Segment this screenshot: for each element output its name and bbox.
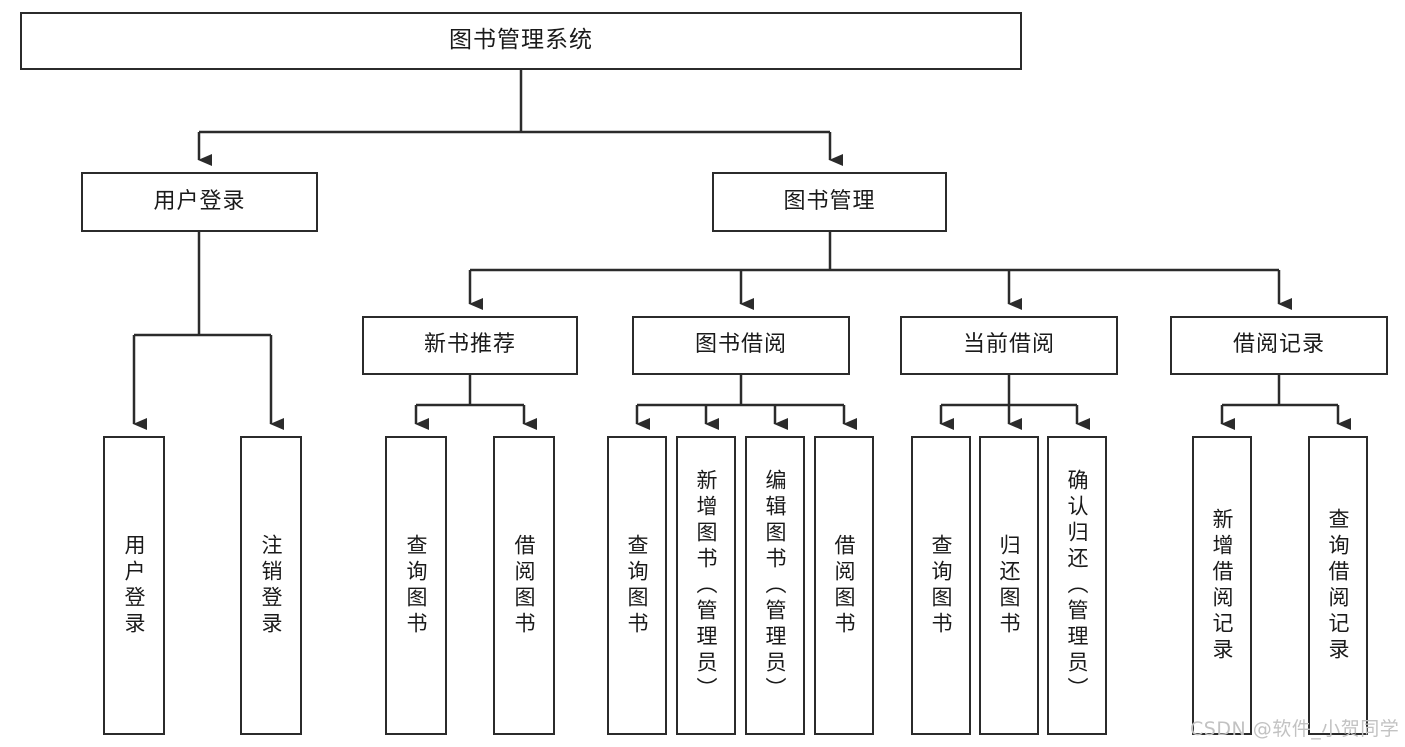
leaf-current-borrow-return-book[interactable]: 归还图书 xyxy=(979,436,1039,735)
node-current-borrow[interactable]: 当前借阅 xyxy=(900,316,1118,375)
node-root-book-management-system[interactable]: 图书管理系统 xyxy=(20,12,1022,70)
leaf-user-login[interactable]: 用户登录 xyxy=(103,436,165,735)
leaf-current-borrow-confirm-return-admin[interactable]: 确认归还（管理员） xyxy=(1047,436,1107,735)
node-book-management[interactable]: 图书管理 xyxy=(712,172,947,232)
leaf-new-book-query-book[interactable]: 查询图书 xyxy=(385,436,447,735)
leaf-current-borrow-query-book[interactable]: 查询图书 xyxy=(911,436,971,735)
leaf-book-borrow-query-book[interactable]: 查询图书 xyxy=(607,436,667,735)
leaf-borrow-record-add-record[interactable]: 新增借阅记录 xyxy=(1192,436,1252,735)
node-book-borrow[interactable]: 图书借阅 xyxy=(632,316,850,375)
leaf-book-borrow-add-book-admin[interactable]: 新增图书（管理员） xyxy=(676,436,736,735)
leaf-logout[interactable]: 注销登录 xyxy=(240,436,302,735)
node-borrow-record[interactable]: 借阅记录 xyxy=(1170,316,1388,375)
leaf-book-borrow-edit-book-admin[interactable]: 编辑图书（管理员） xyxy=(745,436,805,735)
leaf-book-borrow-borrow-book[interactable]: 借阅图书 xyxy=(814,436,874,735)
node-user-login[interactable]: 用户登录 xyxy=(81,172,318,232)
leaf-borrow-record-query-record[interactable]: 查询借阅记录 xyxy=(1308,436,1368,735)
leaf-new-book-borrow-book[interactable]: 借阅图书 xyxy=(493,436,555,735)
csdn-watermark: CSDN @软件_小贺同学 xyxy=(1190,718,1400,740)
node-new-book-recommend[interactable]: 新书推荐 xyxy=(362,316,578,375)
